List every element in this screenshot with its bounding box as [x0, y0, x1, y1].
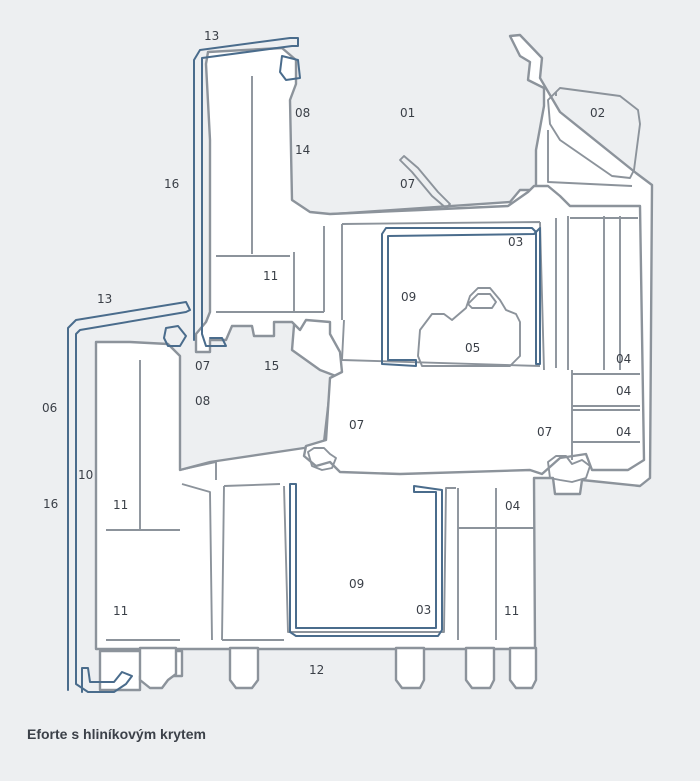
label-14: 14 [295, 143, 310, 157]
caption: Eforte s hliníkovým krytem [27, 726, 206, 742]
frame-foot-left [138, 646, 178, 690]
sash-chamber-lines [216, 76, 640, 460]
label-16-bottom: 16 [43, 497, 58, 511]
label-08-a: 08 [295, 106, 310, 120]
hinge-clip-center [307, 447, 337, 471]
label-07-c: 07 [349, 418, 364, 432]
frame-chamber-lines [106, 360, 534, 641]
label-04-c: 04 [616, 425, 631, 439]
label-11-b: 11 [113, 498, 128, 512]
alu-cover-sash-clip [279, 55, 301, 81]
label-10: 10 [78, 468, 93, 482]
label-16-top: 16 [164, 177, 179, 191]
label-02: 02 [590, 106, 605, 120]
label-07-d: 07 [537, 425, 552, 439]
label-08-b: 08 [195, 394, 210, 408]
label-07-a: 07 [400, 177, 415, 191]
alu-cover-sash [193, 37, 299, 347]
label-11-a: 11 [263, 269, 278, 283]
label-09-b: 09 [349, 577, 364, 591]
label-05: 05 [465, 341, 480, 355]
label-04-a: 04 [616, 352, 631, 366]
label-03-top: 03 [508, 235, 523, 249]
reinforcement-sash [381, 227, 541, 367]
frame-chamber-02-inner [547, 92, 633, 187]
frame-foot-2 [228, 646, 260, 690]
label-07-b: 07 [195, 359, 210, 373]
frame-foot-4 [464, 646, 496, 690]
center-gasket-inner [467, 293, 497, 309]
label-15: 15 [264, 359, 279, 373]
glazing-bead [399, 155, 451, 209]
alu-cover-frame-clip [163, 325, 187, 347]
label-01: 01 [400, 106, 415, 120]
hinge-clip-right [547, 455, 591, 483]
frame-foot-5 [508, 646, 538, 690]
label-06: 06 [42, 401, 57, 415]
reinforcement-frame [289, 483, 443, 637]
alu-cover-frame [67, 301, 191, 693]
label-12: 12 [309, 663, 324, 677]
label-11-d: 11 [504, 604, 519, 618]
label-13-left: 13 [97, 292, 112, 306]
label-03-bottom: 03 [416, 603, 431, 617]
label-04-d: 04 [505, 499, 520, 513]
frame-foot-3 [394, 646, 426, 690]
label-04-b: 04 [616, 384, 631, 398]
center-gasket [417, 287, 521, 367]
label-09-a: 09 [401, 290, 416, 304]
sash-profile [194, 46, 646, 476]
label-11-c: 11 [113, 604, 128, 618]
frame-chamber-02 [547, 87, 641, 179]
label-13-top: 13 [204, 29, 219, 43]
